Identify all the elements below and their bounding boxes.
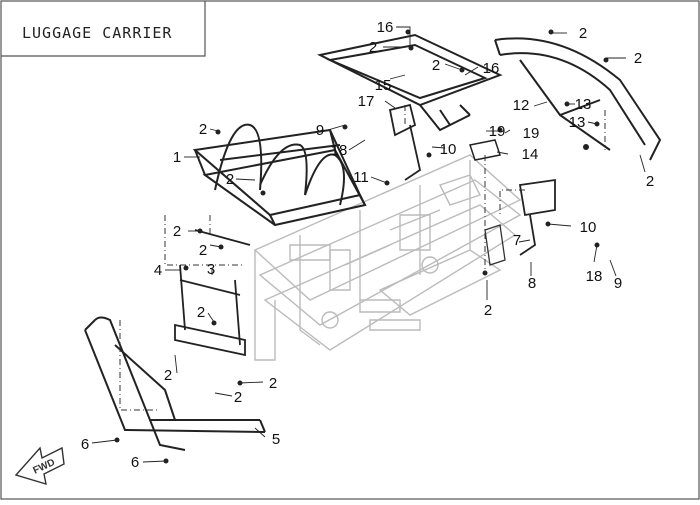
callout-numbers: 16 2 2 2 2 16 15 17 12 13 9 18 2 1 2 19 …: [81, 19, 654, 471]
callout-8: 8: [528, 275, 536, 292]
callout-2-bracket-top: 2: [173, 223, 181, 240]
callout-19-right: 19: [523, 125, 540, 142]
callout-18-right: 18: [586, 268, 603, 285]
callout-16-right: 16: [483, 60, 500, 77]
rear-rack: [316, 33, 503, 132]
callout-2-bracket-low: 2: [197, 304, 205, 321]
callout-2-bumper-right: 2: [634, 50, 642, 67]
callout-2-bumper-top: 2: [579, 25, 587, 42]
callout-2-rack-right: 2: [432, 57, 440, 74]
forward-arrow-icon: FWD: [14, 446, 65, 486]
mount-plate-14: [469, 139, 501, 161]
callout-19-left: 19: [489, 123, 506, 140]
callout-6-bottom: 6: [131, 454, 139, 471]
callout-6-left: 6: [81, 436, 89, 453]
front-bumper: [84, 316, 266, 451]
bracket-plate-2: [484, 224, 506, 266]
callout-11: 2: [646, 173, 654, 190]
diagram-title: LUGGAGE CARRIER: [22, 24, 172, 42]
callout-2-frame: 11: [353, 169, 369, 186]
callout-leaders: [91, 26, 646, 463]
vehicle-frame: [253, 154, 522, 361]
callout-17: 17: [358, 93, 375, 110]
callout-14: 14: [522, 146, 539, 163]
callout-2-front-rack-top: 2: [199, 121, 207, 138]
callout-15: 15: [375, 77, 392, 94]
callout-7: 7: [513, 232, 521, 249]
front-rack: [192, 123, 367, 227]
callout-2-bracket-mid: 2: [199, 242, 207, 259]
callout-2-rack-top: 2: [369, 39, 377, 56]
callout-2-bumper-left: 2: [164, 367, 172, 384]
callout-10-top: 10: [440, 141, 457, 158]
dashed-leaders: [119, 105, 606, 411]
callout-13-right: 13: [569, 114, 586, 131]
callout-18-left: 18: [331, 142, 348, 159]
callout-1: 1: [173, 149, 181, 166]
title-box: [1, 1, 206, 57]
callout-3: 3: [207, 261, 215, 278]
rear-mount-brackets: [388, 103, 556, 256]
callout-2-bumper-mid: 2: [269, 375, 277, 392]
callout-16-top: 16: [377, 19, 394, 36]
callout-12: 12: [513, 97, 530, 114]
callout-4: 4: [154, 262, 162, 279]
callout-2-frame-bottom: 2: [484, 302, 492, 319]
front-mount-bracket: [174, 229, 251, 357]
callout-2-front-rack-mid: 2: [226, 171, 234, 188]
callout-2-bumper-low: 2: [234, 389, 242, 406]
callout-9-right: 9: [614, 275, 622, 292]
callout-9-left: 9: [316, 122, 324, 139]
callout-10-bottom: 10: [580, 219, 597, 236]
callout-5: 5: [272, 431, 280, 448]
callout-13-top: 13: [575, 96, 592, 113]
rear-bumper: [494, 37, 662, 161]
